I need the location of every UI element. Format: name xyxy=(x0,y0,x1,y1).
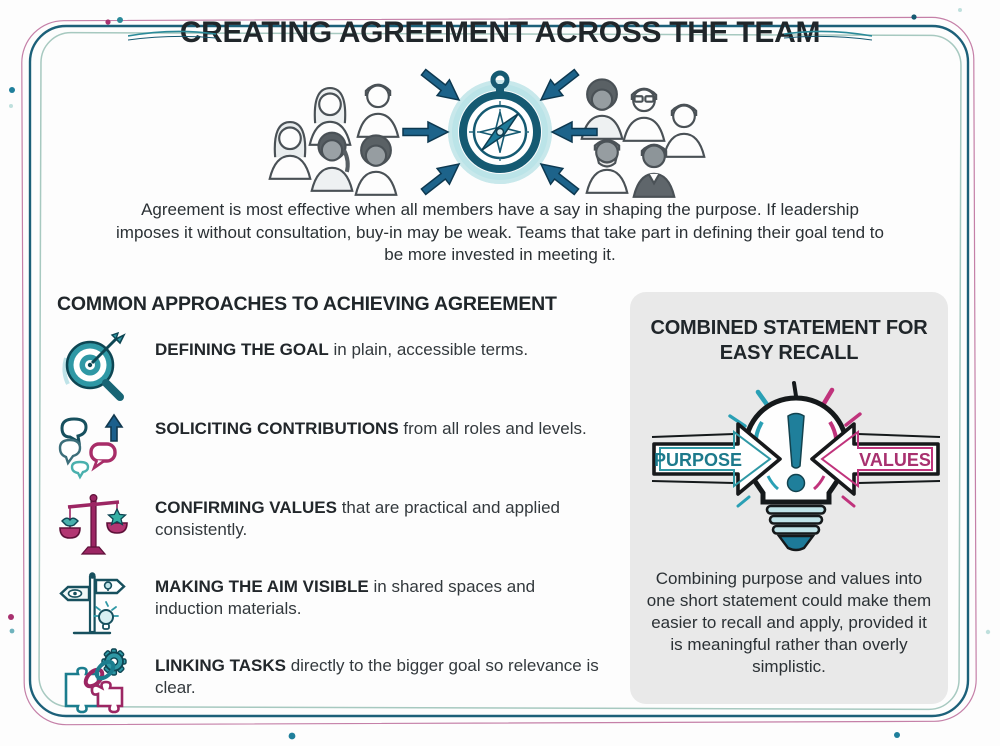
purpose-arrow: PURPOSE xyxy=(651,422,782,496)
target-magnifier-icon xyxy=(62,332,126,401)
border-dots xyxy=(8,8,991,740)
signpost-icon xyxy=(59,572,126,635)
approach-item-linking-tasks: LINKING TASKS directly to the bigger goa… xyxy=(57,648,632,718)
person xyxy=(585,139,629,194)
approach-item-text: DEFINING THE GOAL in plain, accessible t… xyxy=(155,332,600,361)
approach-item-rest: in plain, accessible terms. xyxy=(328,340,529,359)
chain-link-icon xyxy=(83,659,116,689)
combined-statement-panel: COMBINED STATEMENT FOR EASY RECALL xyxy=(630,292,948,704)
person xyxy=(354,134,398,196)
puzzle-chain-gear-icon xyxy=(64,648,127,714)
title-flourish-right xyxy=(783,30,872,41)
approaches-heading: COMMON APPROACHES TO ACHIEVING AGREEMENT xyxy=(57,293,557,315)
approach-item-text: MAKING THE AIM VISIBLE in shared spaces … xyxy=(155,569,600,621)
person xyxy=(662,103,706,158)
team-group-right xyxy=(580,78,706,198)
person xyxy=(310,131,354,192)
approach-item-lead: MAKING THE AIM VISIBLE xyxy=(155,577,369,596)
team-group-left xyxy=(268,83,400,196)
converging-arrows xyxy=(402,68,598,196)
approach-item-rest: that are practical and applied consisten… xyxy=(155,498,561,540)
speech-bubbles-icon xyxy=(58,413,124,480)
approaches-section: COMMON APPROACHES TO ACHIEVING AGREEMENT… xyxy=(57,293,632,727)
person xyxy=(356,83,400,138)
bulb-base xyxy=(765,504,827,552)
exclamation-mark xyxy=(787,412,805,469)
title-flourish-left xyxy=(128,30,217,41)
puzzle-piece-icon xyxy=(64,666,124,714)
intro-text: Agreement is most effective when all mem… xyxy=(116,200,884,265)
values-arrow: VALUES xyxy=(810,422,941,496)
person xyxy=(632,143,676,198)
approach-item-rest: in shared spaces and induction materials… xyxy=(155,577,536,619)
combined-heading: COMBINED STATEMENT FOR EASY RECALL xyxy=(650,317,928,364)
balance-scales-icon xyxy=(59,493,128,555)
values-arrow-label: VALUES xyxy=(859,450,931,470)
approach-item-lead: CONFIRMING VALUES xyxy=(155,498,337,517)
page-title: CREATING AGREEMENT ACROSS THE TEAM xyxy=(179,16,821,49)
lightbulb-illustration: PURPOSE VALUES xyxy=(646,380,946,558)
approach-item-soliciting-contributions: SOLICITING CONTRIBUTIONS from all roles … xyxy=(57,411,632,481)
approach-item-making-aim-visible: MAKING THE AIM VISIBLE in shared spaces … xyxy=(57,569,632,639)
person xyxy=(622,87,666,142)
approach-item-lead: LINKING TASKS xyxy=(155,656,286,675)
approach-item-rest: directly to the bigger goal so relevance… xyxy=(155,656,599,698)
approach-item-rest: from all roles and levels. xyxy=(398,419,587,438)
approach-item-defining-goal: DEFINING THE GOAL in plain, accessible t… xyxy=(57,332,632,402)
purpose-arrow-label: PURPOSE xyxy=(654,450,742,470)
approach-item-text: LINKING TASKS directly to the bigger goa… xyxy=(155,648,600,700)
approach-item-text: CONFIRMING VALUES that are practical and… xyxy=(155,490,600,542)
approach-item-lead: DEFINING THE GOAL xyxy=(155,340,329,359)
approach-item-confirming-values: CONFIRMING VALUES that are practical and… xyxy=(57,490,632,560)
combined-body-text: Combining purpose and values into one sh… xyxy=(646,569,932,677)
lightbulb-icon: PURPOSE VALUES xyxy=(651,381,941,552)
approach-item-lead: SOLICITING CONTRIBUTIONS xyxy=(155,419,399,438)
person xyxy=(268,121,312,180)
compass-icon xyxy=(402,68,598,196)
approach-item-text: SOLICITING CONTRIBUTIONS from all roles … xyxy=(155,411,600,440)
hero-illustration xyxy=(268,68,706,198)
